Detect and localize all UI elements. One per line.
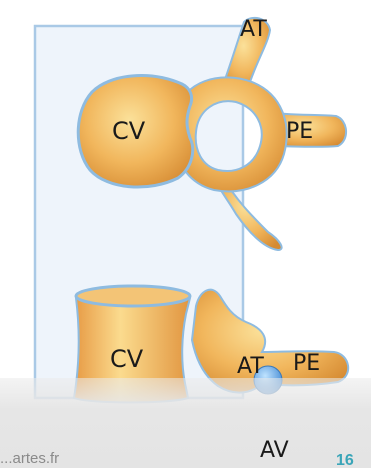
side-transverse-label: AT [237, 354, 264, 379]
source-watermark: ...artes.fr [0, 450, 59, 467]
top-spinous-label: PE [286, 119, 313, 144]
page-number: 16 [336, 452, 354, 470]
side-body-endplate [76, 286, 190, 306]
top-body-label: CV [112, 117, 145, 145]
av-label: AV [260, 438, 289, 463]
side-spinous-label: PE [293, 351, 320, 376]
side-body-label: CV [110, 345, 143, 373]
top-transverse-label: AT [240, 17, 267, 42]
